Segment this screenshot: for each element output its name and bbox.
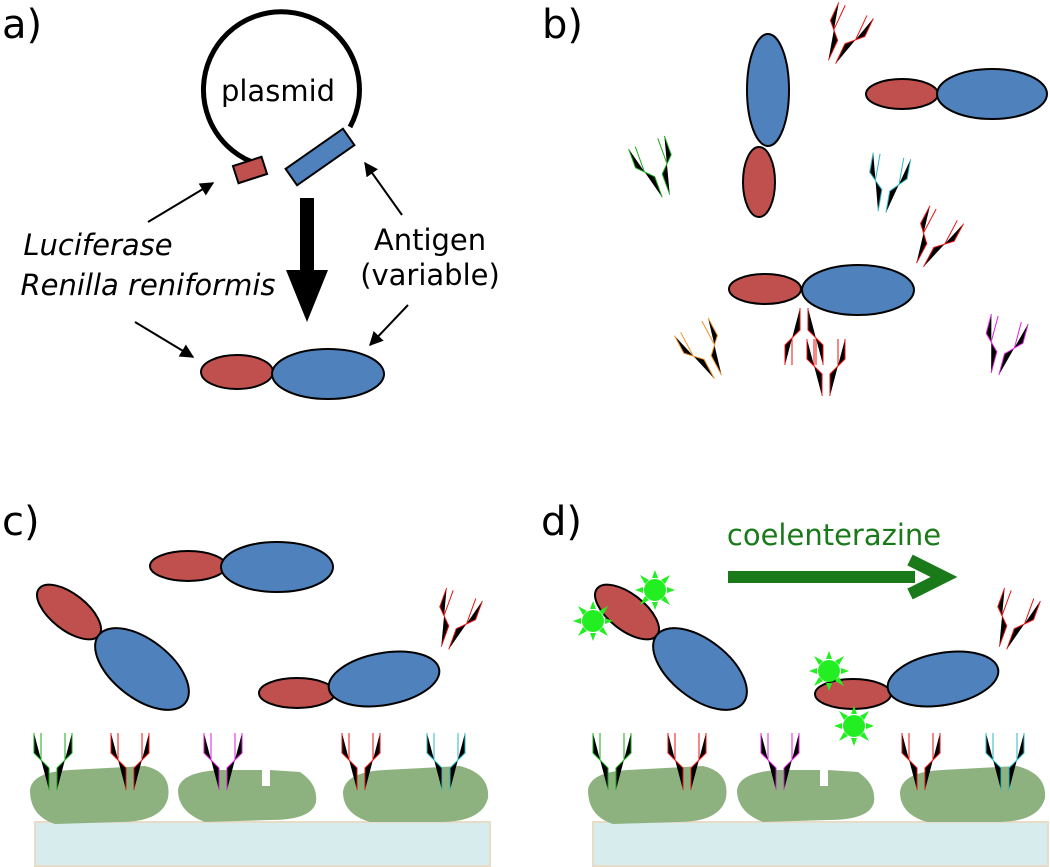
panel-c: c) [2, 499, 491, 867]
panel-b: b) [542, 1, 1048, 397]
fusion-protein-luciferase [728, 273, 802, 305]
panel-d: d) coelenterazine [541, 499, 1049, 867]
plate-surface [34, 821, 491, 867]
bound-fusion-luciferase [258, 677, 336, 709]
fusion-protein-antigen [936, 68, 1048, 120]
bound-fusion-antigen [327, 650, 441, 708]
luciferase-label-line1: Luciferase [23, 228, 172, 262]
antigen-domain [271, 348, 385, 400]
light-emission-icon [809, 651, 849, 691]
bead [900, 766, 1046, 822]
antibody-green [628, 135, 685, 203]
antibody-red [426, 587, 483, 655]
antibody-red [984, 587, 1041, 655]
panel-a: a) plasmid Luciferase Renilla reniformis… [2, 2, 500, 400]
substrate-arrow-head [907, 554, 958, 600]
plasmid-label: plasmid [221, 74, 335, 108]
antigen-label-line2: (variable) [360, 258, 500, 292]
antigen-fusion-pointer-arrow [369, 304, 409, 347]
luciferase-gene [231, 155, 269, 185]
antigen-gene [284, 127, 356, 187]
plate-surface [592, 821, 1049, 867]
bead-damaged [178, 770, 317, 822]
bead [30, 766, 169, 824]
antigen-label-line1: Antigen [374, 223, 486, 257]
luciferase-label-line2: Renilla reniformis [20, 268, 275, 302]
panel-c-letter: c) [2, 499, 40, 545]
fusion-protein-luciferase [742, 146, 776, 218]
bead [588, 766, 727, 824]
expression-arrow [286, 198, 328, 322]
antibody-magenta [976, 313, 1029, 380]
bound-fusion-antigen [886, 650, 1000, 708]
bound-fusion-antigen [652, 627, 748, 711]
fusion-protein-antigen [801, 264, 915, 316]
free-fusion-luciferase [149, 550, 227, 582]
plasmid-ring [200, 9, 362, 165]
coelenterazine-label: coelenterazine [727, 518, 941, 552]
antibody-red [784, 307, 824, 366]
luciferase-fusion-pointer-arrow [134, 321, 195, 358]
fusion-protein-antigen [746, 33, 790, 147]
luciferase-pointer-arrow [147, 182, 215, 223]
light-emission-icon [635, 570, 675, 610]
antibody-red [814, 1, 874, 71]
antibody-orange [673, 317, 736, 387]
panel-a-letter: a) [2, 2, 42, 48]
free-fusion-antigen [220, 541, 334, 593]
panel-b-letter: b) [542, 2, 583, 48]
light-emission-icon [834, 706, 874, 746]
fusion-protein-luciferase [865, 78, 939, 110]
antibody-red [902, 205, 965, 275]
luciferase-domain [200, 354, 274, 390]
antibody-cyan [862, 152, 912, 216]
antibody-red [806, 338, 846, 397]
panel-d-letter: d) [541, 499, 582, 545]
antigen-pointer-arrow [364, 161, 403, 216]
bead-damaged [737, 770, 875, 822]
light-emission-icon [573, 601, 613, 641]
bound-fusion-antigen [94, 627, 190, 711]
